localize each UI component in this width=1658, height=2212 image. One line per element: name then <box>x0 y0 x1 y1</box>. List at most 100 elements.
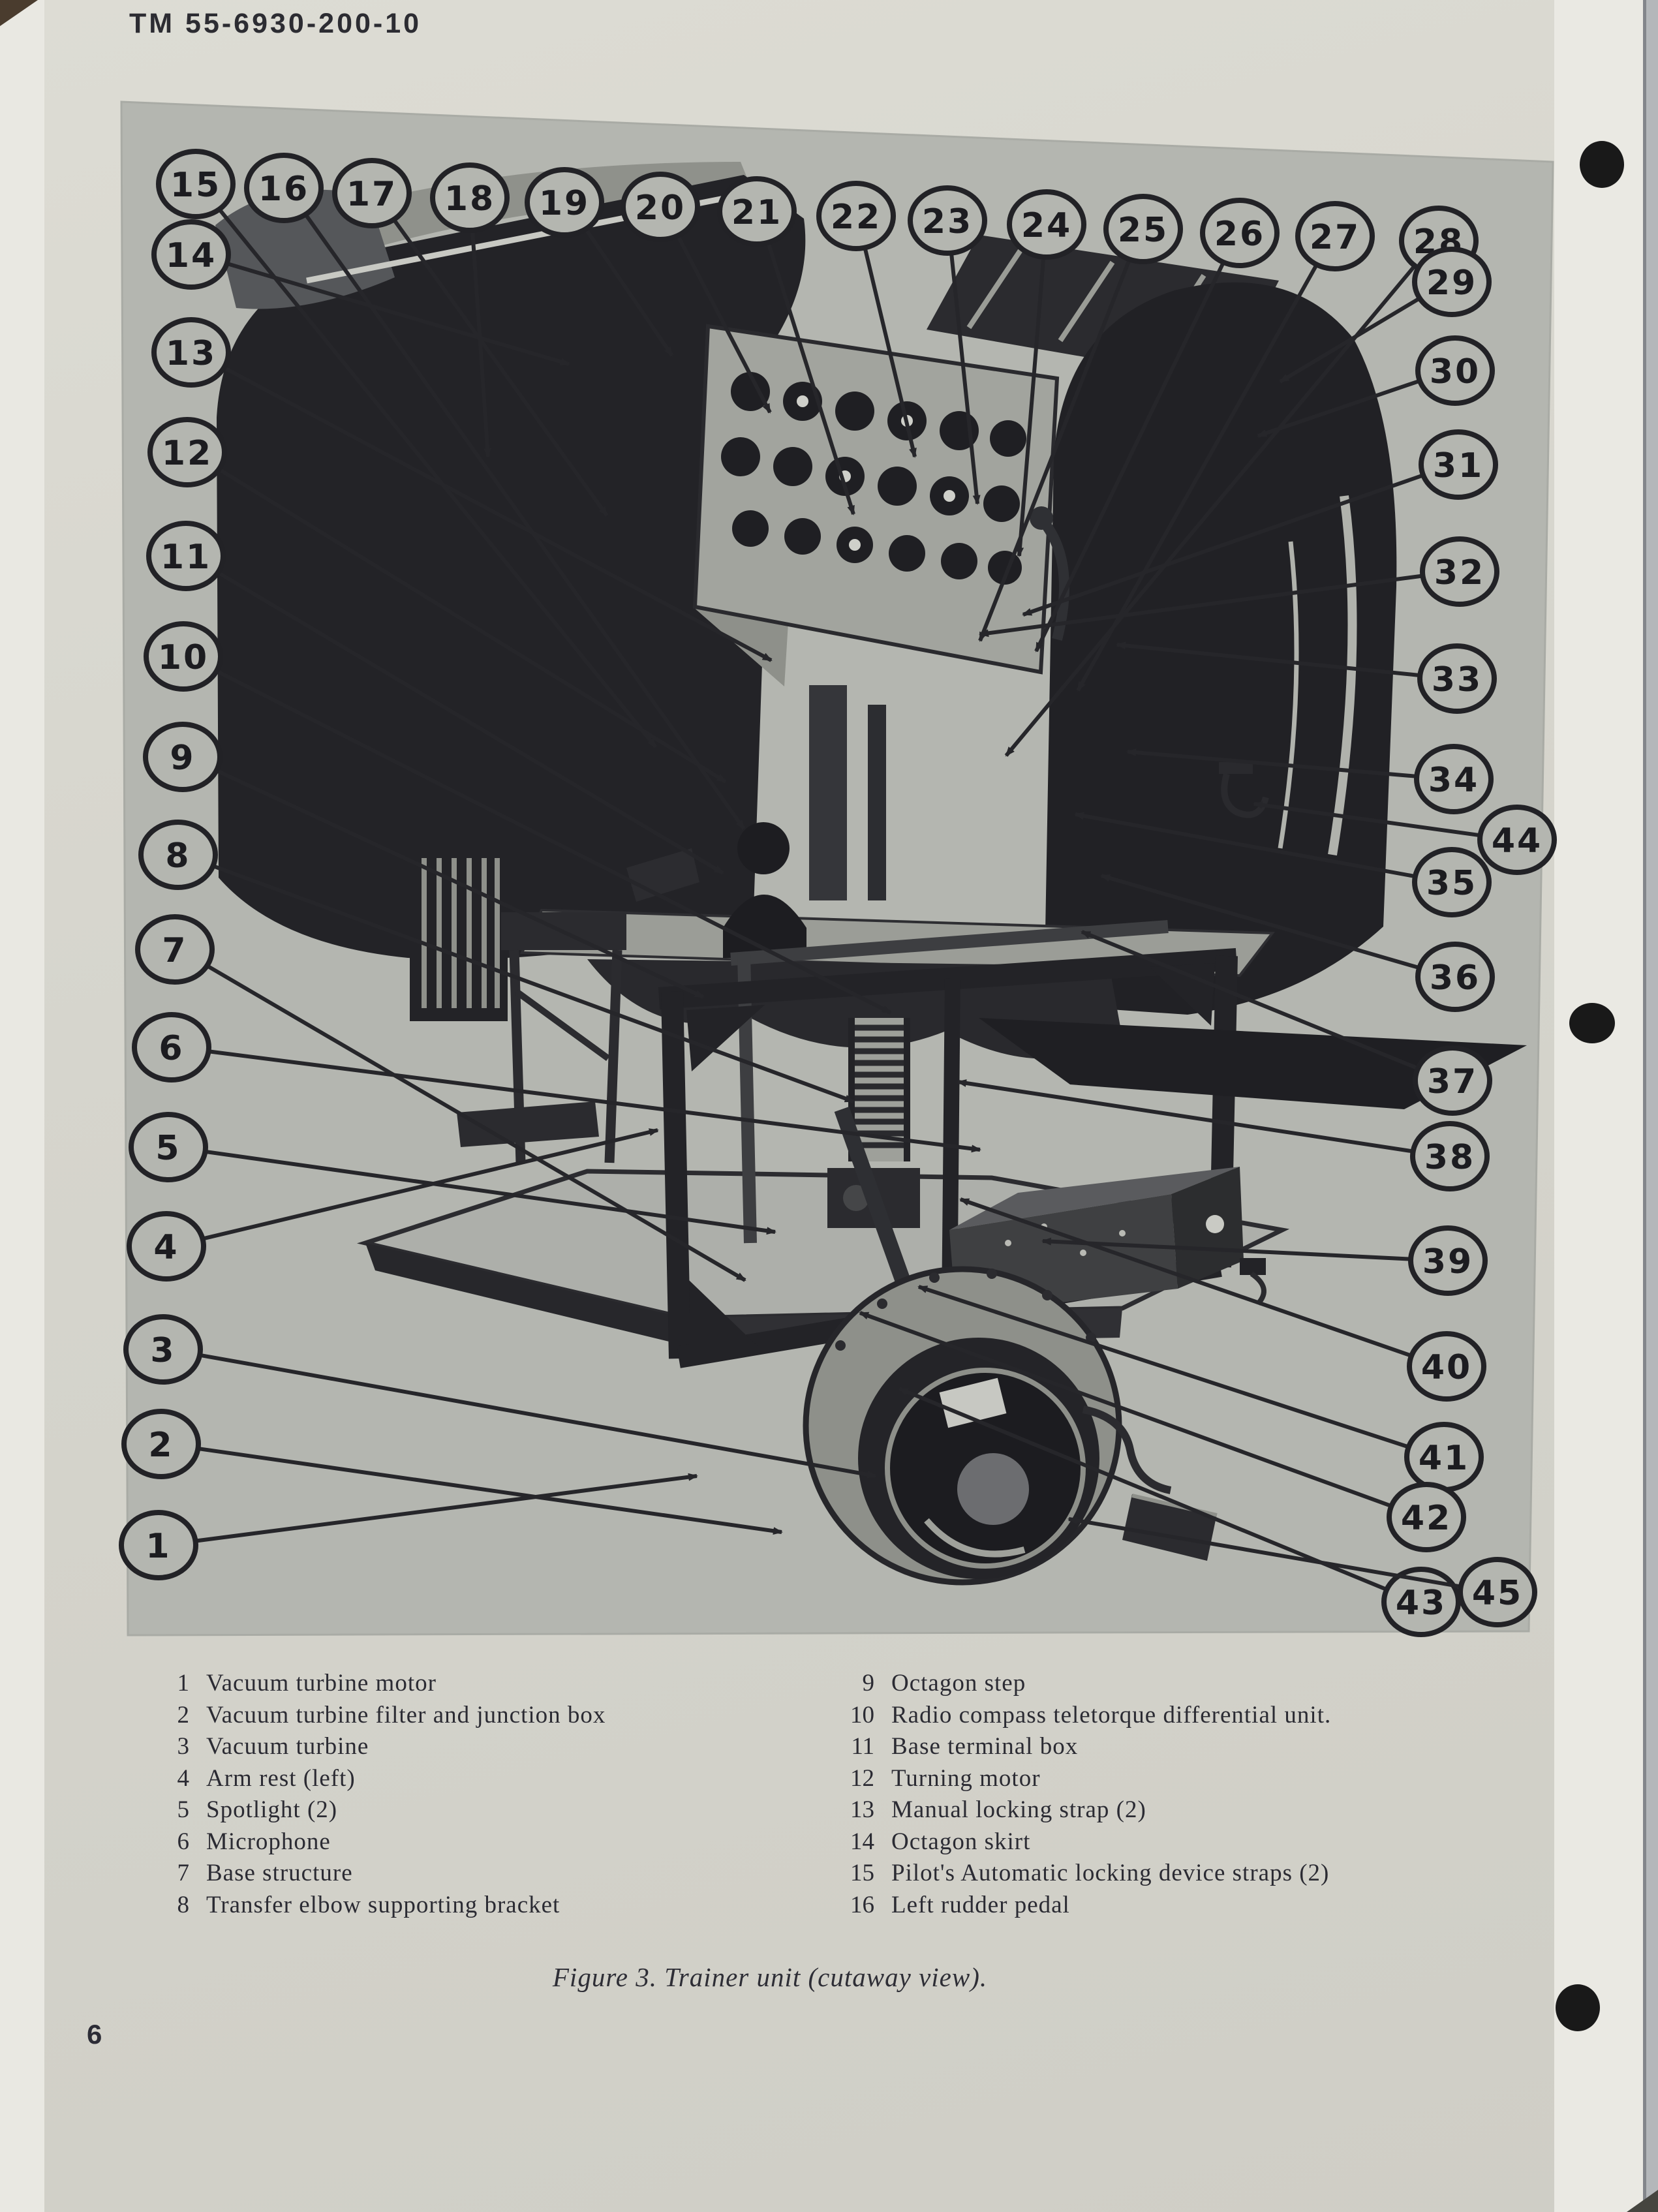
legend-item-label: Spotlight (2) <box>206 1796 338 1823</box>
callout-leader-line-40 <box>959 1197 1411 1357</box>
callout-leader-line-31 <box>1022 474 1422 617</box>
callout-circle-9 <box>143 722 223 792</box>
callout-number-22: 22 <box>831 198 882 237</box>
page-edge-line <box>1643 0 1646 2212</box>
callout-leader-line-19 <box>585 229 674 357</box>
callout-number-11: 11 <box>161 538 211 577</box>
callout-number-6: 6 <box>159 1029 184 1068</box>
callout-leader-line-8 <box>214 865 855 1103</box>
legend-item: 11 Base terminal box <box>823 1731 1554 1763</box>
callout-number-10: 10 <box>158 638 209 677</box>
callout-circle-35 <box>1412 847 1492 917</box>
callout-circle-25 <box>1103 194 1183 264</box>
callout-number-39: 39 <box>1422 1242 1473 1282</box>
callout-number-34: 34 <box>1428 761 1479 800</box>
legend-item-label: Base structure <box>206 1860 353 1886</box>
callout-number-2: 2 <box>148 1426 174 1465</box>
callout-number-31: 31 <box>1433 446 1484 485</box>
callout-leader-line-37 <box>1081 930 1417 1070</box>
callout-leader-line-34 <box>1126 748 1415 778</box>
callout-number-18: 18 <box>444 179 495 219</box>
legend-item-label: Octagon step <box>891 1670 1026 1697</box>
callout-circle-13 <box>151 317 231 388</box>
callout-number-4: 4 <box>153 1228 179 1267</box>
callout-circle-12 <box>147 417 227 487</box>
callout-leader-line-9 <box>217 769 705 999</box>
callout-circle-18 <box>430 162 510 233</box>
callout-circle-8 <box>138 820 218 890</box>
callout-leader-line-35 <box>1074 812 1414 878</box>
callout-circle-14 <box>151 219 231 290</box>
scan-left-margin <box>0 0 44 2212</box>
callout-number-20: 20 <box>635 189 686 228</box>
legend-item-number: 16 <box>850 1891 874 1918</box>
callout-circle-38 <box>1410 1121 1490 1191</box>
callout-leader-line-14 <box>228 262 570 366</box>
callout-number-9: 9 <box>170 739 195 778</box>
callout-number-19: 19 <box>539 184 590 223</box>
callout-leader-line-38 <box>957 1079 1412 1154</box>
callout-circle-36 <box>1415 942 1495 1012</box>
callout-circle-11 <box>146 521 226 591</box>
callout-circle-40 <box>1407 1331 1486 1402</box>
callout-number-41: 41 <box>1419 1439 1469 1478</box>
callout-circle-21 <box>717 176 797 247</box>
callout-circle-6 <box>132 1012 211 1083</box>
callout-circle-31 <box>1419 429 1498 500</box>
legend-item-label: Pilot's Automatic locking device straps … <box>891 1860 1330 1886</box>
legend-item-number: 13 <box>850 1796 874 1823</box>
callout-leader-line-16 <box>305 215 746 830</box>
callout-number-42: 42 <box>1401 1499 1452 1538</box>
callout-circle-23 <box>908 185 987 256</box>
callout-number-37: 37 <box>1427 1062 1478 1101</box>
callout-circle-37 <box>1413 1045 1492 1116</box>
legend-item-label: Microphone <box>206 1828 331 1855</box>
callout-number-1: 1 <box>146 1527 171 1566</box>
callout-number-35: 35 <box>1426 864 1477 903</box>
legend-item-label: Transfer elbow supporting bracket <box>206 1891 560 1918</box>
callout-number-17: 17 <box>346 175 397 214</box>
figure-caption: Figure 3. Trainer unit (cutaway view). <box>552 1962 988 1992</box>
legend-item-label: Vacuum turbine filter and junction box <box>206 1701 606 1728</box>
legend-item-number: 6 <box>177 1828 190 1855</box>
callout-circle-17 <box>332 158 412 228</box>
callout-circle-1 <box>119 1510 198 1580</box>
binder-hole-icon <box>1556 1984 1600 2031</box>
callout-leader-line-26 <box>1034 263 1225 653</box>
page-right-margin <box>1554 0 1658 2212</box>
callout-circle-42 <box>1387 1482 1466 1552</box>
legend-item-label: Base terminal box <box>891 1733 1079 1760</box>
callout-circle-30 <box>1415 335 1495 406</box>
callout-leader-line-17 <box>393 220 609 517</box>
callout-number-27: 27 <box>1310 218 1360 257</box>
manual-number-header: TM 55-6930-200-10 <box>129 8 422 39</box>
legend-item-number: 1 <box>177 1670 190 1697</box>
legend-item-label: Manual locking strap (2) <box>891 1796 1146 1823</box>
callout-number-43: 43 <box>1396 1584 1447 1623</box>
callout-leader-line-45 <box>1067 1516 1460 1589</box>
callout-leader-line-23 <box>949 254 981 505</box>
binder-hole-icon <box>1569 1003 1615 1043</box>
stabilizer-wing <box>979 1018 1527 1109</box>
callout-number-13: 13 <box>166 334 217 373</box>
callout-number-25: 25 <box>1118 211 1169 250</box>
callout-number-24: 24 <box>1021 206 1072 245</box>
callout-circle-26 <box>1200 198 1280 268</box>
callout-number-23: 23 <box>922 202 973 241</box>
callout-number-44: 44 <box>1492 822 1543 861</box>
legend-item-number: 11 <box>851 1733 874 1760</box>
legend-item-number: 3 <box>177 1733 190 1760</box>
callout-circle-5 <box>129 1112 208 1182</box>
legend-item-label: Vacuum turbine <box>206 1733 369 1760</box>
callout-number-14: 14 <box>166 236 217 275</box>
